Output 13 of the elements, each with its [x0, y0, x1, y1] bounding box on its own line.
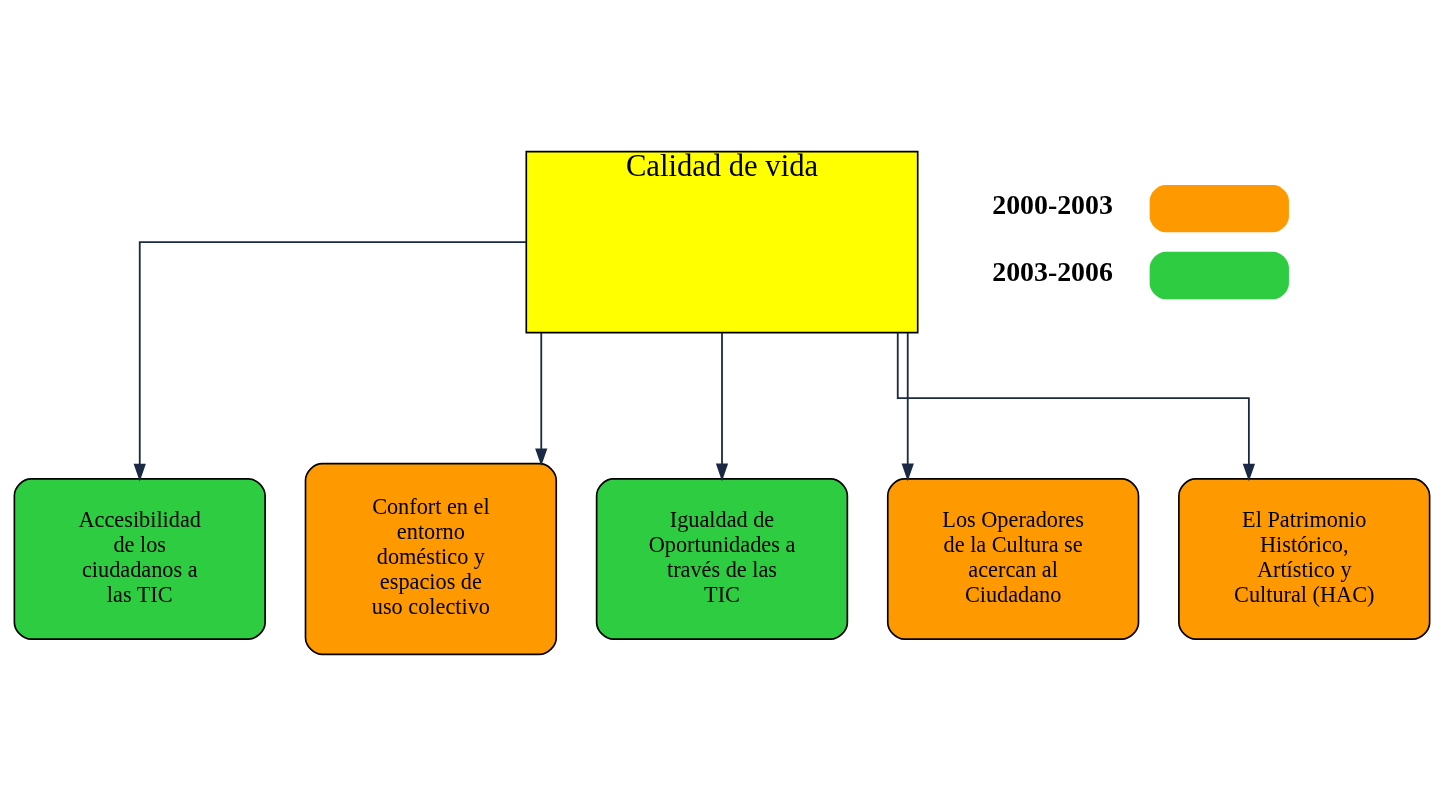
node-box: Los Operadores de la Cultura se acercan al Ciudadano — [886, 477, 1140, 640]
arrow — [133, 240, 527, 481]
node-box: Confort en el entorno doméstico y espacios de uso colectivo — [304, 462, 558, 655]
node-box: Calidad de vida — [525, 150, 919, 333]
node-box: Igualdad de Oportunidades a través de las TIC — [595, 477, 849, 640]
arrow — [896, 331, 1256, 481]
arrow — [715, 331, 729, 481]
arrow — [535, 331, 548, 466]
legend-label: 2000-2003 — [992, 188, 1113, 220]
node-box: Accesibilidad de los ciudadanos a las TIC — [13, 477, 266, 640]
node-box: El Patrimonio Histórico, Artístico y Cultural (HAC) — [1178, 477, 1431, 640]
arrow — [901, 331, 914, 481]
legend-label: 2003-2006 — [992, 255, 1113, 287]
